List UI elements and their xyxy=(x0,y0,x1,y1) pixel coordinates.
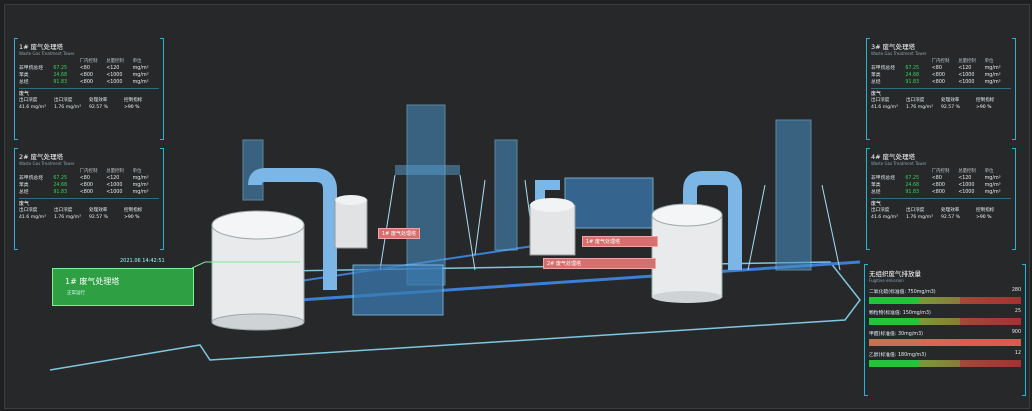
emission-value: 900 xyxy=(1011,330,1021,335)
panel-title: 3# 废气处理塔 xyxy=(871,43,916,51)
emission-label: 颗粒物(标准值: 150mg/m3) xyxy=(869,311,931,316)
panel-subtitle: Waste Gas Treatment Tower xyxy=(19,161,75,166)
floor-outline xyxy=(49,261,861,371)
table-header: 厂内控制总量控制单位 xyxy=(931,169,994,174)
tower-card-timestamp: 2021.06 14:42:51 xyxy=(120,258,165,264)
tower-card-title: 1# 废气处理塔 xyxy=(65,277,120,286)
emissions-subtitle: Fugitive emission xyxy=(869,278,904,283)
emission-bar xyxy=(869,339,1021,346)
tower-marker[interactable]: 2# 废气处理塔 xyxy=(543,258,656,269)
tower-card-status: 正常运行 xyxy=(67,291,85,296)
table-header: 厂内控制总量控制单位 xyxy=(931,59,994,64)
tower-3 xyxy=(747,119,841,271)
tank-small-1 xyxy=(334,195,368,249)
tower-panel-2: 2# 废气处理塔 Waste Gas Treatment Tower 厂内控制总… xyxy=(14,148,164,250)
emission-value: 12 xyxy=(1014,351,1021,356)
panel-title: 4# 废气处理塔 xyxy=(871,153,916,161)
panel-subtitle: Waste Gas Treatment Tower xyxy=(871,51,927,56)
emission-bar xyxy=(869,360,1021,367)
emissions-list: 二氧化硫(标准值: 750mg/m3) 280 颗粒物(标准值: 150mg/m3)… xyxy=(869,288,1021,367)
emission-bar-fill xyxy=(869,339,1021,346)
tower-panel-1: 1# 废气处理塔 Waste Gas Treatment Tower 厂内控制总… xyxy=(14,38,164,140)
emissions-panel: 无组织废气排放量 Fugitive emission 二氧化硫(标准值: 750… xyxy=(864,264,1026,396)
tank-small-2 xyxy=(529,198,576,256)
table-header: 厂内控制总量控制单位 xyxy=(79,169,142,174)
tower-panel-4: 4# 废气处理塔 Waste Gas Treatment Tower 厂内控制总… xyxy=(866,148,1016,250)
emission-bar xyxy=(869,318,1021,325)
panel-title: 1# 废气处理塔 xyxy=(19,43,64,51)
tank-large-left xyxy=(211,210,305,331)
tower-2 xyxy=(474,139,536,256)
emission-label: 二氧化硫(标准值: 750mg/m3) xyxy=(869,290,936,295)
emission-item: 颗粒物(标准值: 150mg/m3) 25 xyxy=(869,309,1021,325)
tower-1 xyxy=(379,104,476,286)
panel-subtitle: Waste Gas Treatment Tower xyxy=(19,51,75,56)
emission-item: 甲醛(标准值: 30mg/m3) 900 xyxy=(869,330,1021,346)
panel-title: 2# 废气处理塔 xyxy=(19,153,64,161)
emission-item: 二氧化硫(标准值: 750mg/m3) 280 xyxy=(869,288,1021,304)
table-header: 厂内控制总量控制单位 xyxy=(79,59,142,64)
emissions-title: 无组织废气排放量 xyxy=(869,270,921,278)
emission-bar xyxy=(869,297,1021,304)
panel-subtitle: Waste Gas Treatment Tower xyxy=(871,161,927,166)
tower-card[interactable]: 1# 废气处理塔 正常运行 xyxy=(52,268,194,306)
emission-value: 280 xyxy=(1011,288,1021,293)
tower-marker[interactable]: 1# 废气处理塔 xyxy=(378,228,420,239)
tower-panel-3: 3# 废气处理塔 Waste Gas Treatment Tower 厂内控制总… xyxy=(866,38,1016,140)
tower-marker[interactable]: 1# 废气处理塔 xyxy=(582,236,658,247)
emission-item: 乙醇(标准值: 180mg/m3) 12 xyxy=(869,351,1021,367)
emission-label: 甲醛(标准值: 30mg/m3) xyxy=(869,332,924,337)
emission-label: 乙醇(标准值: 180mg/m3) xyxy=(869,353,927,358)
emission-value: 25 xyxy=(1014,309,1021,314)
tank-large-right xyxy=(651,203,723,303)
